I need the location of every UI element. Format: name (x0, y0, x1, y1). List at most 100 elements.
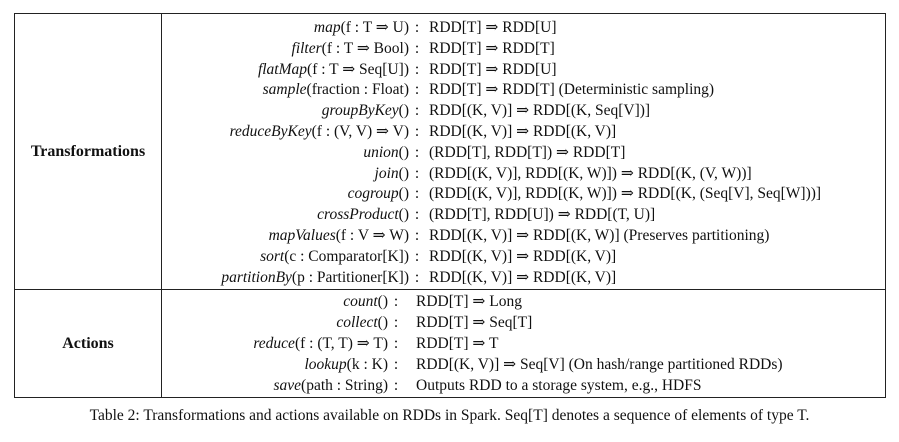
table-row: map(f : T ⇒ U): RDD[T] ⇒ RDD[U] (161, 17, 885, 38)
signature-colon: : (393, 335, 399, 352)
operation-type: RDD[T] ⇒ RDD[T] (Deterministic sampling) (429, 81, 715, 99)
operation-type: RDD[(K, V)] ⇒ RDD[(K, V)] (429, 268, 617, 286)
operation-arguments: (f : (V, V) ⇒ V) (311, 123, 409, 140)
operation-name: cogroup (347, 185, 399, 203)
signature-colon: : (393, 356, 399, 373)
operation-name: lookup (304, 356, 347, 373)
operation-arguments: (c : Comparator[K]) (284, 247, 409, 265)
operation-name: mapValues (268, 227, 336, 244)
operation-signature: reduce(f : (T, T) ⇒ T) (161, 333, 388, 354)
operation-type: Outputs RDD to a storage system, e.g., H… (416, 377, 702, 394)
operation-arguments: (fraction : Float) (306, 81, 409, 99)
operation-signature: sample(fraction : Float) (161, 79, 409, 100)
operation-signature: lookup(k : K) (161, 354, 388, 375)
operation-signature: join() (161, 163, 409, 184)
table-row: flatMap(f : T ⇒ Seq[U]): RDD[T] ⇒ RDD[U] (161, 59, 885, 80)
operation-type: RDD[T] ⇒ RDD[T] (429, 39, 555, 57)
operation-signature: sort(c : Comparator[K]) (161, 246, 409, 267)
operation-name: save (273, 377, 302, 394)
operation-type: (RDD[(K, V)], RDD[(K, W)]) ⇒ RDD[(K, (V,… (429, 164, 752, 182)
operation-arguments: () (377, 293, 388, 310)
transformations-rows: map(f : T ⇒ U):RDD[T] ⇒ RDD[U]filter(f :… (161, 14, 885, 289)
operation-name: join (374, 164, 399, 182)
operation-arguments: (f : T ⇒ Seq[U]) (307, 60, 409, 78)
operation-arguments: () (398, 164, 409, 182)
operation-signature: crossProduct() (161, 204, 409, 225)
rdd-operations-table: Transformations map(f : T ⇒ U): RDD[T] ⇒ … (14, 13, 886, 398)
section-label-transformations: Transformations (30, 142, 146, 160)
table-row: crossProduct():(RDD[T], RDD[U]) ⇒ RDD[(T… (161, 204, 885, 225)
table-row: filter(f : T ⇒ Bool): RDD[T] ⇒ RDD[T] (161, 38, 885, 59)
operation-arguments: () (398, 102, 409, 120)
signature-colon: : (414, 227, 420, 244)
table-row: sort(c : Comparator[K]): RDD[(K, V)] ⇒ RD… (161, 246, 885, 267)
operation-arguments: (f : V ⇒ W) (335, 227, 409, 244)
operation-name: map (313, 19, 341, 36)
operation-signature: union() (161, 142, 409, 163)
operation-type: RDD[(K, V)] ⇒ Seq[V] (On hash/range part… (416, 356, 783, 373)
operation-signature: reduceByKey(f : (V, V) ⇒ V) (161, 121, 409, 142)
signature-colon: : (414, 206, 420, 224)
operation-type: RDD[(K, V)] ⇒ RDD[(K, W)] (Preserves par… (429, 227, 770, 244)
table-row: save(path : String): Outputs RDD to a sto… (161, 375, 885, 396)
signature-colon: : (414, 81, 420, 99)
operation-name: crossProduct (317, 206, 399, 224)
operation-type: (RDD[T], RDD[T]) ⇒ RDD[T] (429, 143, 626, 161)
column-divider (161, 14, 162, 289)
table-row: sample(fraction : Float): RDD[T] ⇒ RDD[T]… (161, 79, 885, 100)
signature-colon: : (393, 377, 399, 394)
column-divider (161, 290, 162, 397)
operation-type: (RDD[(K, V)], RDD[(K, W)]) ⇒ RDD[(K, (Se… (429, 185, 822, 203)
operation-type: RDD[(K, V)] ⇒ RDD[(K, V)] (429, 123, 617, 140)
table-row: groupByKey(): RDD[(K, V)] ⇒ RDD[(K, Seq[V… (161, 100, 885, 121)
table-caption: Table 2: Transformations and actions ava… (89, 407, 810, 424)
operation-name: flatMap (257, 60, 308, 78)
signature-colon: : (393, 293, 399, 310)
section-label-actions: Actions (62, 334, 114, 352)
operation-signature: flatMap(f : T ⇒ Seq[U]) (161, 59, 409, 80)
table-row: reduce(f : (T, T) ⇒ T):RDD[T] ⇒ T (161, 333, 885, 354)
operation-signature: mapValues(f : V ⇒ W) (161, 225, 409, 246)
operation-name: sample (262, 81, 307, 99)
operation-arguments: () (377, 314, 388, 331)
table-row: reduceByKey(f : (V, V) ⇒ V): RDD[(K, V)] … (161, 121, 885, 142)
operation-arguments: () (398, 143, 409, 161)
table-row: cogroup():(RDD[(K, V)], RDD[(K, W)]) ⇒ R… (161, 183, 885, 204)
operation-name: filter (291, 39, 322, 57)
signature-colon: : (414, 60, 420, 78)
operation-arguments: (f : (T, T) ⇒ T) (294, 335, 388, 352)
operation-name: reduceByKey (229, 123, 312, 140)
signature-colon: : (414, 102, 420, 120)
operation-name: partitionBy (221, 268, 292, 286)
operation-type: RDD[T] ⇒ RDD[U] (429, 19, 557, 36)
operation-signature: groupByKey() (161, 100, 409, 121)
operation-arguments: (k : K) (346, 356, 388, 373)
table-row: partitionBy(p : Partitioner[K]):RDD[(K, … (161, 267, 885, 288)
table-row: join(): (RDD[(K, V)], RDD[(K, W)]) ⇒ RDD[… (161, 163, 885, 184)
operation-type: RDD[(K, V)] ⇒ RDD[(K, V)] (429, 247, 617, 265)
signature-colon: : (414, 164, 420, 182)
signature-colon: : (414, 185, 420, 203)
operation-signature: map(f : T ⇒ U) (161, 17, 409, 38)
table-row: collect():RDD[T] ⇒ Seq[T] (161, 312, 885, 333)
table-row: count():RDD[T] ⇒ Long (161, 291, 885, 312)
operation-arguments: (p : Partitioner[K]) (291, 268, 409, 286)
operation-signature: filter(f : T ⇒ Bool) (161, 38, 409, 59)
operation-name: count (343, 293, 378, 310)
operation-signature: save(path : String) (161, 375, 388, 396)
operation-type: RDD[(K, V)] ⇒ RDD[(K, Seq[V])] (429, 102, 651, 120)
operation-arguments: () (398, 206, 409, 224)
signature-colon: : (414, 19, 420, 36)
section-divider (15, 289, 885, 290)
table-row: union():(RDD[T], RDD[T]) ⇒ RDD[T] (161, 142, 885, 163)
operation-name: groupByKey (321, 102, 399, 120)
signature-colon: : (414, 39, 420, 57)
operation-arguments: (f : T ⇒ Bool) (321, 39, 409, 57)
signature-colon: : (414, 123, 420, 140)
signature-colon: : (414, 247, 420, 265)
operation-arguments: (path : String) (301, 377, 388, 394)
operation-type: RDD[T] ⇒ RDD[U] (429, 60, 557, 78)
operation-type: RDD[T] ⇒ Seq[T] (416, 314, 533, 331)
